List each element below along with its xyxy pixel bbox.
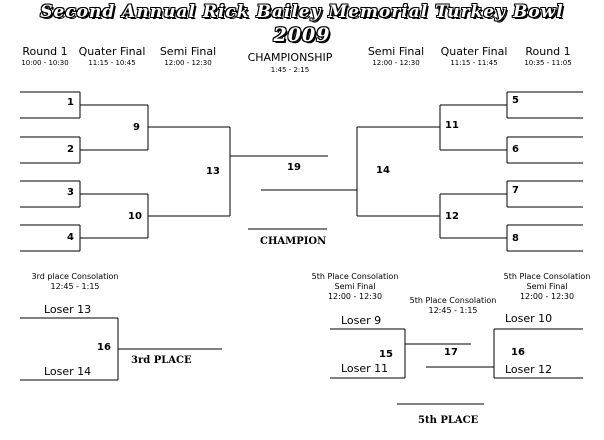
fifth-semi-left-line1: 5th Place Consolation xyxy=(311,272,399,281)
time-right-round1: 10:35 - 11:05 xyxy=(524,59,572,67)
game-number-3: 3 xyxy=(67,187,74,198)
game-number-4: 4 xyxy=(67,232,74,243)
fifth-final-line2: 12:45 - 1:15 xyxy=(428,306,478,315)
header-left-semi: Semi Final xyxy=(159,45,217,58)
header-left-quarter: Quater Final xyxy=(78,45,146,58)
event-year: 2009 xyxy=(273,24,331,46)
fifth-loser-11: Loser 11 xyxy=(341,362,389,375)
game-number-6: 6 xyxy=(512,144,519,155)
fifth-final-line1: 5th Place Consolation xyxy=(409,296,497,305)
fifth-semi-right-line1: 5th Place Consolation xyxy=(503,272,591,281)
game-number-10: 10 xyxy=(128,211,142,222)
game-number-2: 2 xyxy=(67,144,74,155)
time-left-semi: 12:00 - 12:30 xyxy=(164,59,212,67)
game-number-17: 17 xyxy=(444,347,458,358)
third-place-caption-line2: 12:45 - 1:15 xyxy=(50,282,100,291)
game-number-12: 12 xyxy=(445,211,459,222)
game-number-5: 5 xyxy=(512,95,519,106)
game-number-1: 1 xyxy=(67,97,74,108)
fifth-place-label: 5th PLACE xyxy=(418,415,479,426)
third-place-team-b: Loser 14 xyxy=(44,365,92,378)
fifth-semi-right-line2: Semi Final xyxy=(526,282,568,291)
third-place-label: 3rd PLACE xyxy=(131,355,192,366)
game-number-11: 11 xyxy=(445,120,459,131)
fifth-semi-left-line2: Semi Final xyxy=(334,282,376,291)
game-number-7: 7 xyxy=(512,185,519,196)
fifth-loser-9: Loser 9 xyxy=(341,314,382,327)
event-title: Second Annual Rick Bailey Memorial Turke… xyxy=(40,2,564,22)
game-number-9: 9 xyxy=(133,122,140,133)
header-right-quarter: Quater Final xyxy=(440,45,508,58)
fifth-loser-12: Loser 12 xyxy=(505,363,553,376)
game-number-16b: 16 xyxy=(511,347,525,358)
header-championship: CHAMPIONSHIP xyxy=(247,51,333,64)
fifth-semi-right-line3: 12:00 - 12:30 xyxy=(519,292,575,301)
time-right-semi: 12:00 - 12:30 xyxy=(372,59,420,67)
game-number-15: 15 xyxy=(379,349,393,360)
header-left-round1: Round 1 xyxy=(22,45,68,58)
time-right-quarter: 11:15 - 11:45 xyxy=(450,59,498,67)
time-championship: 1:45 - 2:15 xyxy=(270,66,310,74)
fifth-loser-10: Loser 10 xyxy=(505,312,553,325)
game-number-14: 14 xyxy=(376,165,390,176)
game-number-8: 8 xyxy=(512,233,519,244)
third-place-team-a: Loser 13 xyxy=(44,303,92,316)
game-number-19: 19 xyxy=(287,162,301,173)
champion-label: CHAMPION xyxy=(260,236,327,247)
third-place-caption-line1: 3rd place Consolation xyxy=(31,272,119,281)
game-number-13: 13 xyxy=(206,166,220,177)
fifth-semi-left-line3: 12:00 - 12:30 xyxy=(327,292,383,301)
time-left-quarter: 11:15 - 10:45 xyxy=(88,59,136,67)
header-right-semi: Semi Final xyxy=(367,45,425,58)
time-left-round1: 10:00 - 10:30 xyxy=(21,59,69,67)
game-number-16: 16 xyxy=(97,342,111,353)
header-right-round1: Round 1 xyxy=(525,45,571,58)
